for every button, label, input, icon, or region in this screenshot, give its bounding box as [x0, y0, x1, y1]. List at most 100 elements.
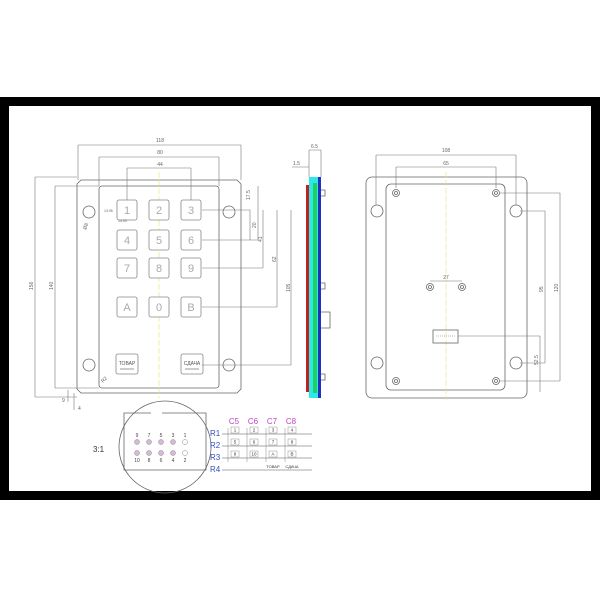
- dim-height-inner: 140: [49, 281, 55, 290]
- matrix-cell: 9: [234, 452, 237, 457]
- key-cap: [180, 229, 202, 251]
- matrix-cell: 10: [251, 452, 257, 457]
- dim-thickness: 6.5: [311, 144, 318, 150]
- pin: [170, 439, 176, 445]
- key-label: 6: [188, 235, 194, 247]
- dim-connector-offset: 52.5: [534, 355, 540, 365]
- mount-hole: [222, 205, 236, 219]
- detail-scale: 3:1: [93, 445, 105, 454]
- back-view: 108 65 27 95 120 52.5: [365, 148, 561, 400]
- key-cap: [116, 296, 138, 318]
- key-6[interactable]: 6: [180, 229, 202, 251]
- pin-label: 1: [184, 433, 187, 439]
- mount-hole: [82, 205, 96, 219]
- key-9[interactable]: 9: [180, 257, 202, 279]
- back-plate-outline: [365, 176, 528, 399]
- pin-label: 6: [160, 458, 163, 464]
- key-cap: [148, 199, 170, 221]
- dim-corner: R2: [100, 375, 109, 384]
- key-1[interactable]: 1: [116, 199, 138, 221]
- key-cap: [116, 229, 138, 251]
- dim-back-width-outer: 108: [442, 148, 451, 154]
- pin-label: 7: [148, 433, 151, 439]
- matrix-cell: 4: [291, 428, 294, 433]
- key-label: B: [187, 302, 194, 314]
- matrix-cell: ТОВАР: [266, 464, 280, 469]
- dim-row3: 41: [258, 236, 264, 242]
- key-8[interactable]: 8: [148, 257, 170, 279]
- pin: [170, 450, 176, 456]
- mount-hole: [370, 356, 384, 370]
- key-cap: [180, 257, 202, 279]
- key-4[interactable]: 4: [116, 229, 138, 251]
- dim-margin-b: 4: [78, 406, 81, 412]
- key-A[interactable]: A: [116, 296, 138, 318]
- key-label: 5: [156, 235, 162, 247]
- matrix-cell: 2: [253, 428, 256, 433]
- pin: [158, 450, 164, 456]
- key-cap: [148, 257, 170, 279]
- key-label: 2: [156, 205, 162, 217]
- key-0[interactable]: 0: [148, 296, 170, 318]
- matrix-column-label: C7: [267, 417, 278, 426]
- matrix-column-label: C6: [248, 417, 259, 426]
- key-B[interactable]: B: [180, 296, 202, 318]
- dim-key-pitch: 44: [157, 162, 163, 168]
- key-2[interactable]: 2: [148, 199, 170, 221]
- dim-key-w: 14.05: [118, 219, 127, 223]
- dim-row1: 17.5: [246, 190, 252, 200]
- side-layer-red: [306, 185, 309, 392]
- matrix-column-label: C8: [286, 417, 297, 426]
- matrix-cell: B: [290, 452, 293, 457]
- matrix-cell: 5: [234, 440, 237, 445]
- key-5[interactable]: 5: [148, 229, 170, 251]
- dim-fn-row: 105: [286, 283, 292, 292]
- dim-height-outer: 156: [29, 281, 35, 290]
- mount-hole: [370, 204, 384, 218]
- matrix-cell: 6: [253, 440, 256, 445]
- matrix-row-label: R1: [210, 429, 221, 438]
- matrix-column-label: C5: [229, 417, 240, 426]
- front-plate-outline: [76, 179, 242, 394]
- side-layer-green: [313, 183, 317, 393]
- dim-key-h: 13.95: [104, 209, 113, 213]
- matrix-cell: A: [271, 452, 274, 457]
- pin-label: 10: [134, 458, 140, 464]
- key-sdacha[interactable]: СДАЧА: [180, 353, 204, 375]
- pin: [146, 439, 152, 445]
- dim-back-height-b: 120: [554, 283, 560, 292]
- key-label: 3: [188, 205, 194, 217]
- key-7[interactable]: 7: [116, 257, 138, 279]
- pin-label: 3: [172, 433, 175, 439]
- pin: [134, 439, 140, 445]
- matrix-cell: СДАЧА: [285, 464, 299, 469]
- dim-margin-a: 9: [62, 398, 65, 404]
- key-label: СДАЧА: [184, 361, 201, 367]
- key-label: 9: [188, 263, 194, 275]
- detail-circle: [118, 400, 212, 494]
- key-label: 0: [156, 302, 162, 314]
- dim-back-height-a: 95: [539, 286, 545, 292]
- pin-label: 9: [136, 433, 139, 439]
- dim-hole-pitch: 27: [443, 275, 449, 281]
- key-label: 8: [156, 263, 162, 275]
- dim-row2: 20: [252, 222, 258, 228]
- matrix-row-label: R3: [210, 453, 221, 462]
- pin-label: 5: [160, 433, 163, 439]
- matrix-cell: 7: [272, 440, 275, 445]
- key-label: 4: [124, 235, 130, 247]
- key-3[interactable]: 3: [180, 199, 202, 221]
- back-connector: [432, 329, 459, 344]
- key-tovar[interactable]: ТОВАР: [115, 353, 139, 375]
- drawing-sheet: [9, 106, 591, 491]
- dim-plate: 1.5: [293, 161, 300, 167]
- key-cap: [148, 229, 170, 251]
- key-label: A: [123, 302, 131, 314]
- dim-width-inner: 80: [157, 150, 163, 156]
- key-cap: [180, 296, 202, 318]
- side-layer-blue: [318, 177, 321, 398]
- pin-label: 4: [172, 458, 175, 464]
